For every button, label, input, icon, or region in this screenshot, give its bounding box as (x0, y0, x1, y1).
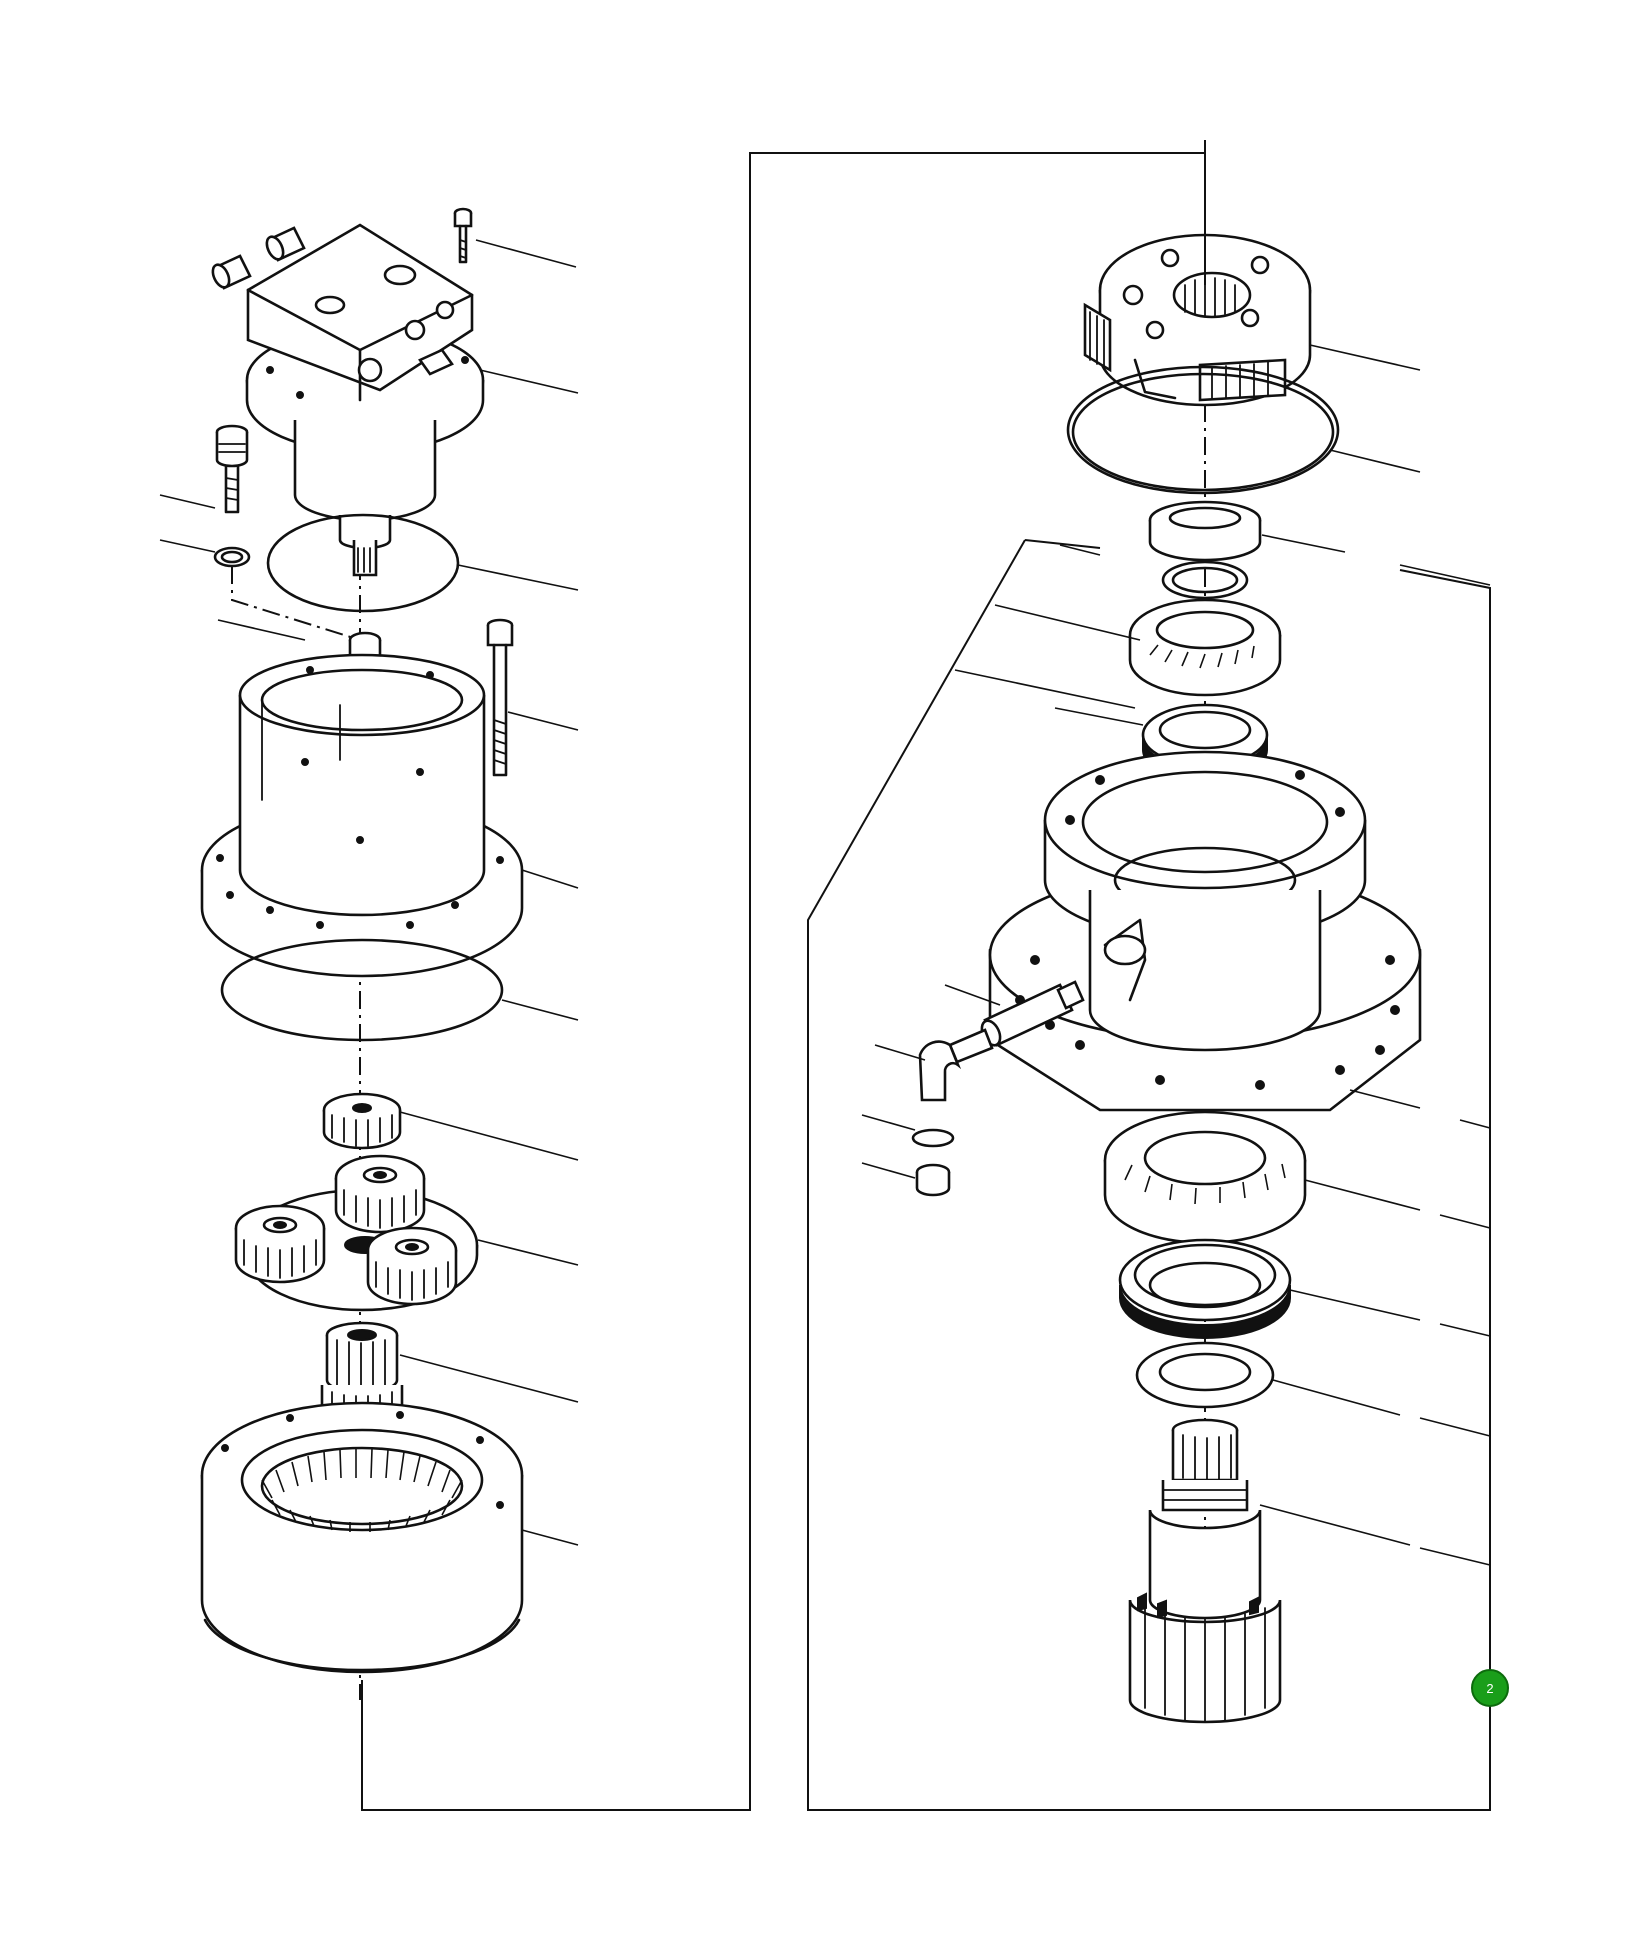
grease-fitting (911, 980, 1085, 1197)
left-assembly (159, 207, 579, 1700)
lower-bearing (1103, 1110, 1307, 1245)
swing-housing (988, 750, 1422, 1112)
right-assembly (861, 140, 1491, 1724)
housing-o-ring (220, 938, 504, 1042)
sun-gear (322, 1092, 402, 1150)
left-leader-lines (159, 239, 579, 1546)
connector-frames (361, 152, 1491, 1811)
upper-o-ring (1066, 365, 1340, 495)
spacer-ring (1135, 1341, 1275, 1409)
output-shaft (1128, 1418, 1282, 1724)
hydraulic-motor (211, 223, 485, 577)
ring-gear (200, 1401, 524, 1674)
lower-seal (1118, 1238, 1292, 1339)
callout-badge[interactable]: 2 (1471, 1669, 1509, 1707)
long-bolt (486, 618, 514, 777)
level-plug (213, 424, 361, 641)
upper-bearing (1128, 598, 1282, 697)
upper-carrier (1083, 233, 1312, 407)
callout-label: 2 (1486, 1681, 1493, 1696)
reduction-housing (200, 653, 524, 978)
seal-collar (1148, 500, 1262, 600)
upper-o-ring-inner (1071, 372, 1335, 492)
motor-bolt (453, 207, 473, 264)
right-leader-lines (861, 344, 1491, 1566)
planet-carrier (234, 1154, 479, 1312)
motor-o-ring (266, 513, 460, 613)
